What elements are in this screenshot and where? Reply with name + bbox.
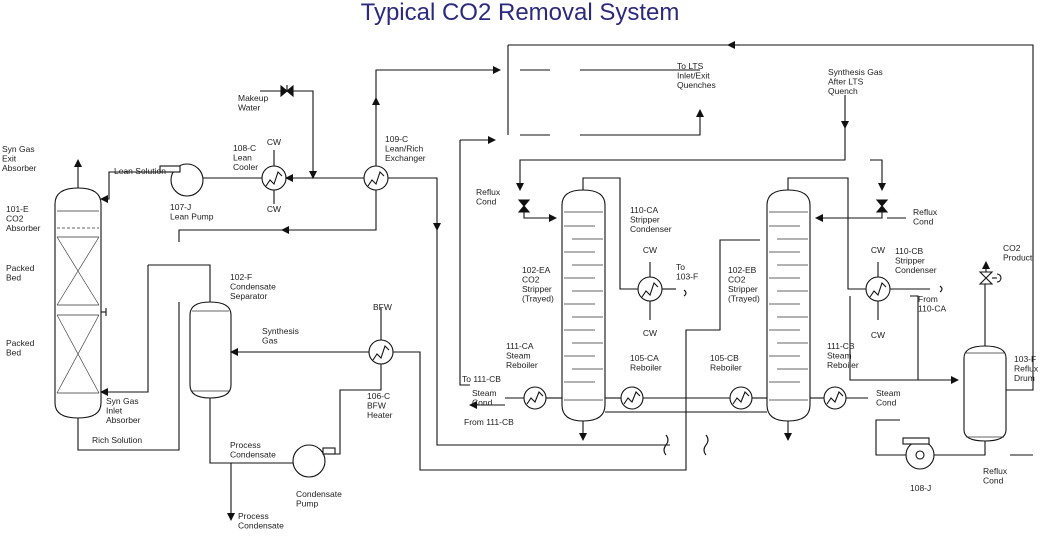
separator-102f (189, 301, 232, 399)
exchanger-109c (363, 165, 389, 191)
diagram-title: Typical CO2 Removal System (361, 0, 680, 26)
label-cw-110cb-bottom: CW (871, 330, 885, 340)
pump-108j (902, 437, 935, 470)
reflux-drum-103f (963, 345, 1007, 442)
condensate-pump (292, 444, 336, 478)
stripper-102eb (766, 189, 811, 422)
lean-pump-107j (159, 163, 204, 197)
label-lean-solution: Lean Solution (114, 166, 166, 176)
co2-product-valve (978, 271, 1002, 285)
label-to-111cb: To 111-CB (462, 374, 501, 384)
label-rich-solution: Rich Solution (92, 435, 142, 445)
bfw-heater-106c (368, 339, 394, 365)
label-cw-108-top: CW (267, 137, 281, 147)
absorber-101e (54, 187, 107, 419)
label-cw-110ca-bottom: CW (643, 328, 657, 338)
reboiler-105cb (729, 386, 753, 410)
reboiler-111cb (823, 386, 847, 410)
reflux-valve-a (517, 199, 531, 213)
label-bfw: BFW (373, 302, 392, 312)
label-cw-108-bottom: CW (267, 204, 281, 214)
condenser-110ca (637, 276, 663, 302)
lean-cooler-108c (261, 165, 287, 191)
reflux-valve-b (875, 199, 889, 213)
label-cw-110ca-top: CW (643, 245, 657, 255)
reboiler-105ca (620, 386, 644, 410)
reboiler-111ca (523, 386, 547, 410)
label-pump-108j: 108-J (910, 483, 931, 493)
label-cw-110cb-top: CW (871, 245, 885, 255)
condenser-110cb (865, 276, 891, 302)
stripper-102ea (561, 189, 606, 422)
label-from-111cb: From 111-CB (464, 417, 514, 427)
